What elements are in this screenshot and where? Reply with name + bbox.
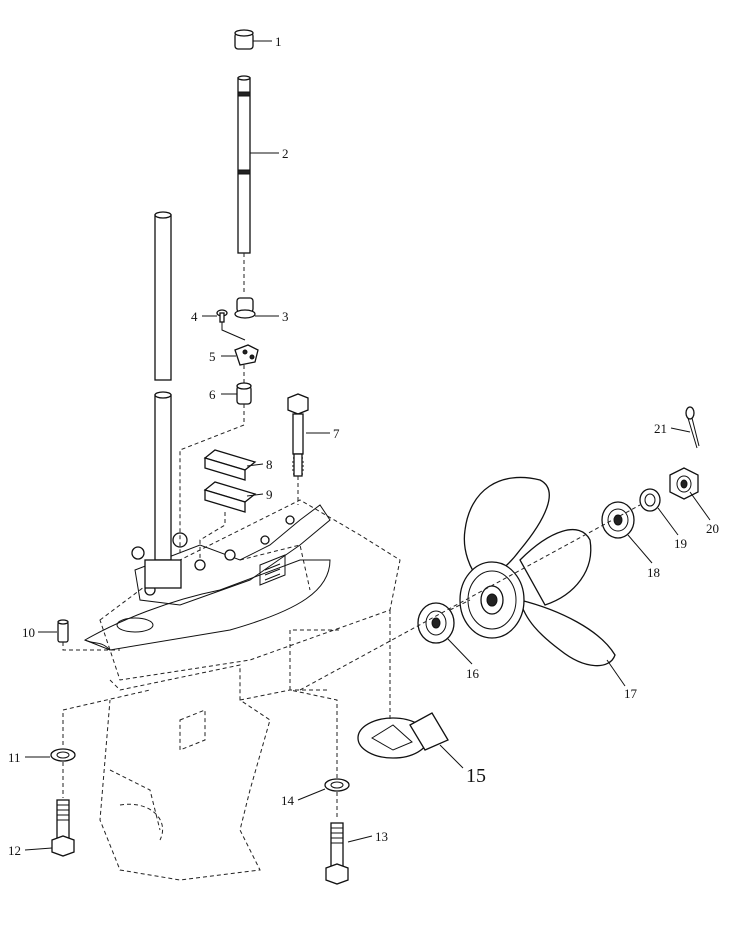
- part-10-pin: [57, 619, 120, 651]
- part-9-pad: [199, 481, 257, 560]
- callout-17: 17: [624, 686, 638, 701]
- callout-16: 16: [466, 666, 480, 681]
- leader-lines: [24, 40, 711, 851]
- part-6-collar: [179, 382, 252, 555]
- part-20-castle-nut: [669, 467, 699, 500]
- centerline-segment: [449, 599, 471, 611]
- callout-12: 12: [8, 843, 21, 858]
- callout-1: 1: [275, 34, 282, 49]
- part-21-cotter-pin: [685, 406, 700, 449]
- callout-15: 15: [466, 765, 486, 787]
- part-13-bolt: [325, 822, 349, 885]
- callout-4: 4: [191, 309, 198, 324]
- part-15-anode: [357, 610, 449, 759]
- part-3-bushing: [234, 297, 256, 319]
- part-12-bolt: [51, 762, 75, 857]
- callout-11: 11: [8, 750, 21, 765]
- callout-8: 8: [266, 457, 273, 472]
- prop-shaft-centerline: [299, 504, 641, 691]
- driveshaft-in-housing: [144, 211, 182, 589]
- callout-14: 14: [281, 793, 295, 808]
- callout-20: 20: [706, 521, 719, 536]
- part-4-screw: [216, 309, 246, 341]
- callout-19: 19: [674, 536, 687, 551]
- callout-10: 10: [22, 625, 35, 640]
- part-17-propeller: [459, 476, 616, 667]
- part-11-washer: [50, 689, 151, 762]
- part-8-pad: [203, 449, 257, 481]
- callout-2: 2: [282, 146, 289, 161]
- callout-5: 5: [209, 349, 216, 364]
- lower-unit-housing: [83, 499, 401, 881]
- part-19-washer: [639, 488, 661, 512]
- part-7-bolt: [287, 393, 309, 505]
- callout-3: 3: [282, 309, 289, 324]
- callout-9: 9: [266, 487, 273, 502]
- callout-21: 21: [654, 421, 667, 436]
- part-1-sleeve: [234, 29, 254, 50]
- callout-labels: 1 2 3 4 5 6 7 8 9 10 11 12 13 14 15 16 1…: [8, 34, 719, 858]
- part-5-bracket: [234, 344, 259, 385]
- callout-13: 13: [375, 829, 388, 844]
- callout-6: 6: [209, 387, 216, 402]
- part-18-bearing: [601, 501, 635, 539]
- part-2-shift-rod: [237, 75, 251, 295]
- callout-7: 7: [333, 426, 340, 441]
- callout-18: 18: [647, 565, 660, 580]
- part-14-washer: [289, 629, 350, 820]
- part-16-thrust-washer: [417, 602, 455, 644]
